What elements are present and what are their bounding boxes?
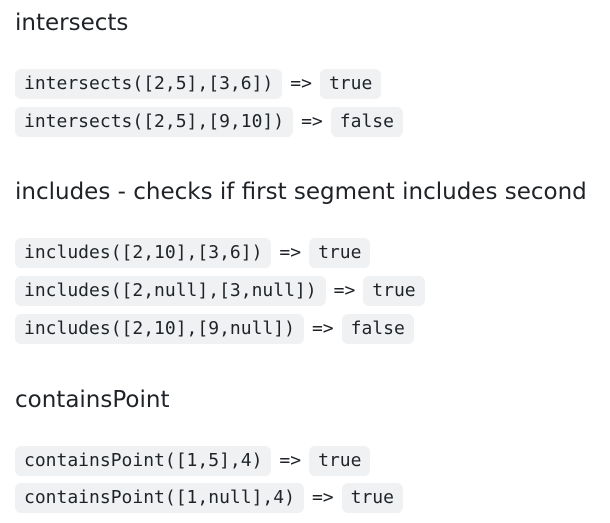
example-line: containsPoint([1,null],4) => true — [15, 482, 403, 513]
inline-code-call: intersects([2,5],[9,10]) — [15, 106, 294, 137]
inline-code-result: true — [341, 482, 403, 513]
example-line: containsPoint([1,5],4) => true — [15, 445, 371, 476]
example-line: includes([2,10],[9,null]) => false — [15, 313, 414, 344]
arrow-operator: => — [311, 487, 334, 508]
arrow-operator: => — [279, 242, 302, 263]
inline-code-result: false — [341, 313, 414, 344]
heading-intersects: intersects — [15, 10, 129, 36]
inline-code-call: containsPoint([1,null],4) — [15, 482, 304, 513]
inline-code-result: true — [363, 275, 425, 306]
arrow-operator: => — [279, 450, 302, 471]
example-line: intersects([2,5],[3,6]) => true — [15, 68, 382, 99]
example-line: includes([2,10],[3,6]) => true — [15, 237, 371, 268]
arrow-operator: => — [333, 280, 356, 301]
inline-code-result: true — [309, 237, 371, 268]
heading-contains-point: containsPoint — [15, 387, 170, 413]
arrow-operator: => — [290, 73, 312, 94]
inline-code-result: false — [330, 106, 403, 137]
heading-includes: includes - checks if first segment inclu… — [15, 179, 587, 205]
inline-code-call: includes([2,null],[3,null]) — [15, 275, 326, 306]
inline-code-call: containsPoint([1,5],4) — [15, 445, 272, 476]
inline-code-call: includes([2,10],[3,6]) — [15, 237, 272, 268]
arrow-operator: => — [301, 111, 323, 132]
example-line: includes([2,null],[3,null]) => true — [15, 275, 425, 306]
inline-code-call: includes([2,10],[9,null]) — [15, 313, 304, 344]
arrow-operator: => — [311, 318, 334, 339]
inline-code-result: true — [309, 445, 371, 476]
inline-code-result: true — [319, 68, 382, 99]
inline-code-call: intersects([2,5],[3,6]) — [15, 68, 283, 99]
example-line: intersects([2,5],[9,10]) => false — [15, 106, 403, 137]
